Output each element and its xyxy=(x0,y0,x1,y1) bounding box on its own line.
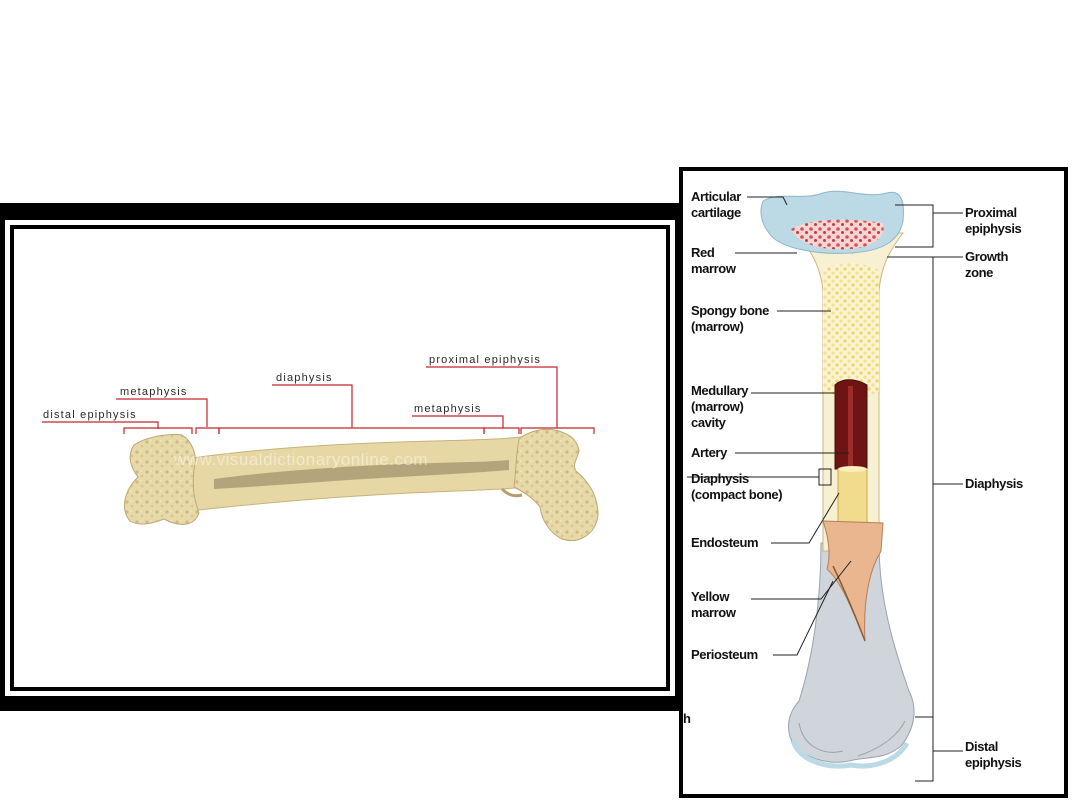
label-medullary-cavity: Medullary (marrow) cavity xyxy=(691,383,751,430)
right-labels: Proximal epiphysis Growth zone Diaphysis… xyxy=(965,205,1023,770)
watermark-text: www.visualdictionaryonline.com xyxy=(173,450,428,469)
bracket-diaphysis xyxy=(915,256,934,718)
distal-epiphysis-leader xyxy=(42,421,159,429)
label-artery: Artery xyxy=(691,445,728,460)
femur-diagram: www.visualdictionaryonline.com xyxy=(42,354,599,541)
metaphysis-right-leader xyxy=(412,415,504,428)
label-growth-zone: Growth zone xyxy=(965,249,1011,280)
distal-epiphysis-bracket xyxy=(123,427,193,434)
femur-marrow-cavity xyxy=(214,460,509,489)
label-spongy-bone: Spongy bone (marrow) xyxy=(691,303,772,334)
leader-articular-cartilage xyxy=(747,196,788,206)
periosteum-fold xyxy=(832,565,866,642)
spongy-bone-area xyxy=(823,263,879,399)
leader-endosteum xyxy=(771,492,840,544)
bracket-distal xyxy=(915,716,934,782)
femur-trochanter-ridge xyxy=(500,487,523,498)
left-labels: Articular cartilage Red marrow Spongy bo… xyxy=(691,189,783,662)
metaphysis-left-leader xyxy=(116,398,208,427)
bracket-proximal-top xyxy=(895,204,963,214)
metaphysis-right-bracket xyxy=(483,427,520,434)
artery-vessel xyxy=(848,386,853,469)
label-yellow-marrow: Yellow marrow xyxy=(691,589,737,620)
femur-label-lines xyxy=(42,366,595,434)
label-proximal-epiphysis: proximal epiphysis xyxy=(429,354,541,366)
red-marrow-area xyxy=(791,219,884,250)
label-proximal-epiphysis: Proximal epiphysis xyxy=(965,205,1022,236)
long-bone-diagram: Articular cartilage Red marrow Spongy bo… xyxy=(683,189,1023,782)
label-diaphysis: diaphysis xyxy=(276,372,333,384)
proximal-epiphysis-bracket xyxy=(520,427,595,434)
bone-distal-contours xyxy=(798,720,906,757)
left-diagram-frame: www.visualdictionaryonline.com xyxy=(0,203,680,711)
femur-diagram-canvas: www.visualdictionaryonline.com xyxy=(14,229,666,687)
label-distal-epiphysis: Distal epiphysis xyxy=(965,739,1022,770)
leader-periosteum xyxy=(773,580,834,656)
marrow-cut-surface xyxy=(838,466,867,472)
label-diaphysis: Diaphysis xyxy=(965,476,1023,491)
long-bone-diagram-canvas: Articular cartilage Red marrow Spongy bo… xyxy=(683,171,1064,794)
metaphysis-left-bracket xyxy=(195,427,220,434)
bracket-proximal-bottom xyxy=(895,213,934,248)
label-endosteum: Endosteum xyxy=(691,535,758,550)
bone-leader-lines xyxy=(687,196,963,782)
right-diagram-frame: Articular cartilage Red marrow Spongy bo… xyxy=(679,167,1068,798)
label-articular-cartilage: Articular cartilage xyxy=(691,189,744,220)
label-metaphysis-left: metaphysis xyxy=(120,386,188,398)
label-distal-epiphysis: distal epiphysis xyxy=(43,409,137,421)
femur-distal-end xyxy=(123,434,200,525)
label-metaphysis-right: metaphysis xyxy=(414,403,482,415)
label-diaphysis-compact: Diaphysis (compact bone) xyxy=(691,471,782,502)
long-bone xyxy=(760,190,915,769)
diaphysis-leader xyxy=(272,384,353,428)
diaphysis-bracket xyxy=(218,427,485,434)
leader-yellow-marrow xyxy=(751,560,852,600)
bone-lower-shaft xyxy=(788,542,915,763)
femur-bone: www.visualdictionaryonline.com xyxy=(123,428,599,541)
stray-character: h xyxy=(683,711,691,726)
distal-cartilage xyxy=(790,739,910,769)
label-periosteum: Periosteum xyxy=(691,647,758,662)
proximal-epiphysis-leader xyxy=(426,366,558,428)
label-red-marrow: Red marrow xyxy=(691,245,737,276)
femur-proximal-end xyxy=(513,428,599,541)
